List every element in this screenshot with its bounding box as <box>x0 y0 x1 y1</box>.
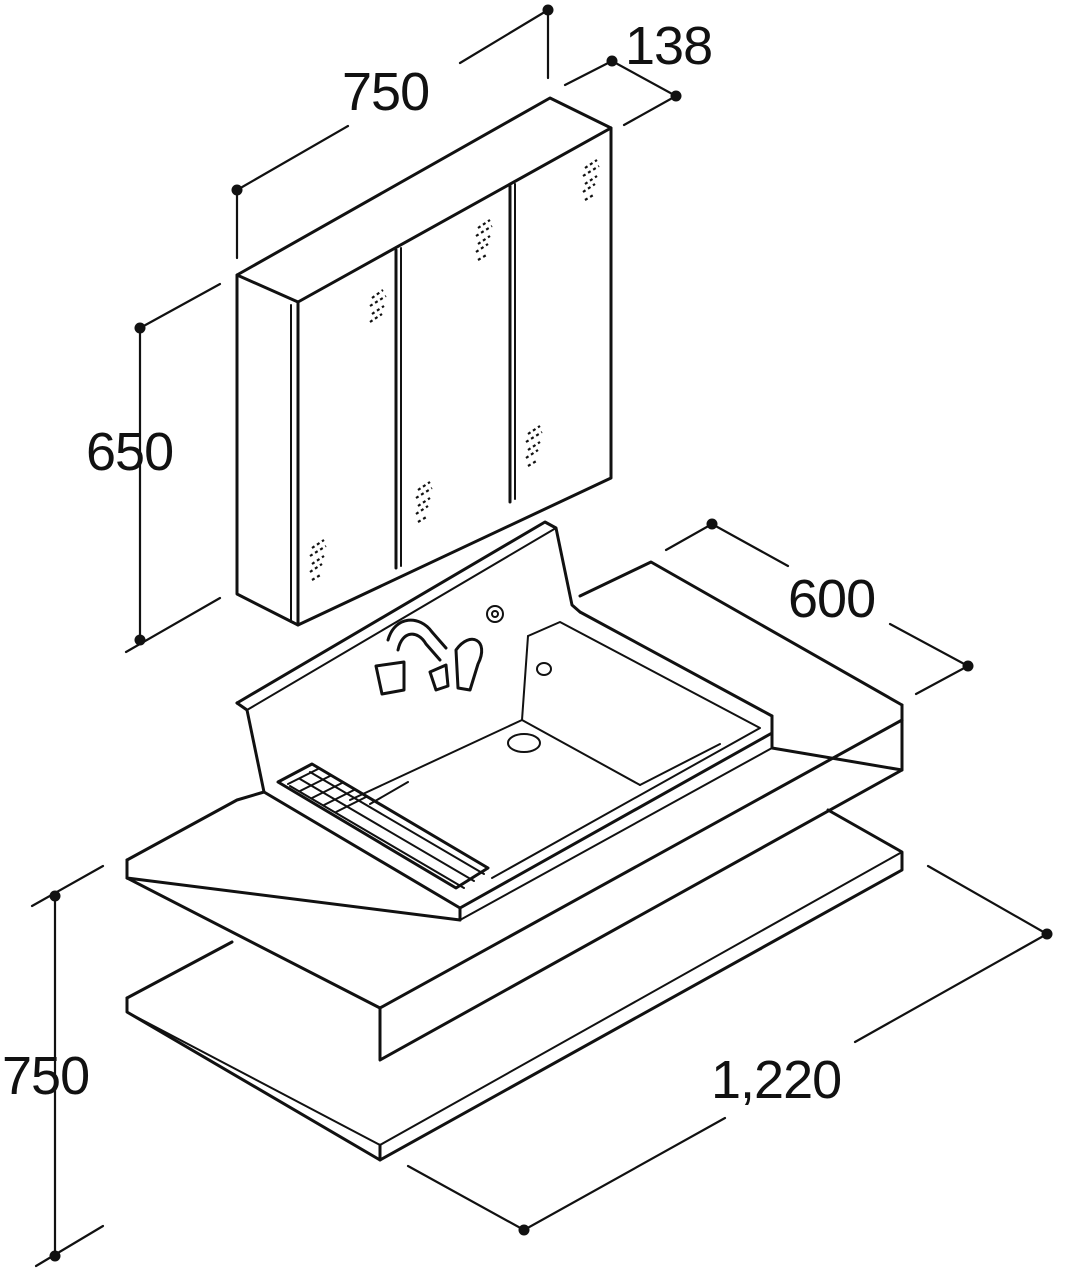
vanity-counter <box>125 520 904 1162</box>
faucet-icon <box>374 605 504 696</box>
cabinet-depth-label: 138 <box>625 16 712 76</box>
dimension-labels: 750 138 650 600 750 1,220 <box>2 16 876 1110</box>
mirror-reflection-marks <box>309 159 600 581</box>
drain-icon <box>507 733 541 753</box>
total-height-label: 750 <box>2 1046 89 1106</box>
counter-depth-label: 600 <box>788 569 875 629</box>
cabinet-height-label: 650 <box>86 422 173 482</box>
mirror-cabinet <box>235 96 613 627</box>
counter-width-label: 1,220 <box>711 1050 841 1110</box>
dimension-lines <box>30 4 1053 1268</box>
cabinet-width-label: 750 <box>342 62 429 122</box>
drain-rack <box>276 762 490 890</box>
overflow-icon <box>536 662 552 676</box>
